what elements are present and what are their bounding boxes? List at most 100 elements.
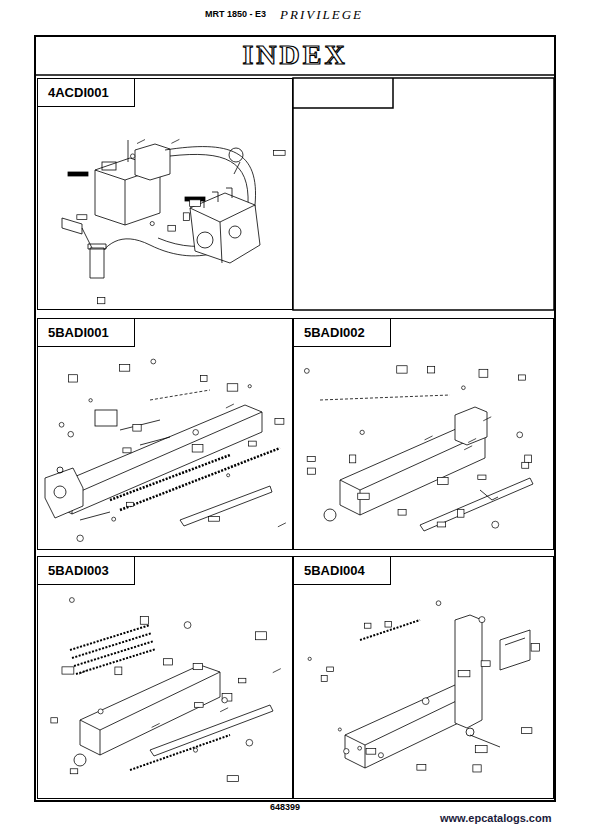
part-bolt	[464, 446, 472, 450]
part-plate	[168, 225, 175, 231]
part-plate	[531, 643, 539, 651]
part-bolt	[468, 439, 476, 443]
part-bolt	[79, 670, 87, 674]
part-plate	[190, 200, 201, 207]
part-plate	[358, 493, 369, 499]
part-washer	[436, 601, 441, 606]
part-washer	[222, 697, 227, 702]
part-washer	[89, 399, 92, 402]
part-washer	[378, 753, 383, 758]
website-watermark: www.epcatalogs.com	[440, 812, 551, 824]
part-bolt	[273, 669, 281, 673]
part-plate	[183, 213, 189, 221]
part-washer	[462, 386, 466, 390]
fuel-system-drawing	[62, 140, 260, 278]
part-bolt	[137, 140, 145, 144]
catalog-cell: 4ACDI001	[37, 78, 293, 310]
part-bolt	[278, 523, 286, 527]
chain-section-drawing	[70, 625, 273, 770]
part-washer	[492, 521, 499, 528]
part-plate	[458, 670, 470, 676]
part-plate	[273, 151, 285, 156]
part-plate	[239, 678, 246, 683]
part-washer	[151, 359, 156, 364]
telescope-section-drawing	[320, 395, 533, 531]
part-washer	[358, 746, 362, 750]
part-washer	[360, 430, 364, 434]
part-plate	[365, 623, 371, 628]
part-washer	[246, 739, 253, 746]
part-washer	[304, 368, 309, 373]
part-plate	[321, 676, 327, 682]
catalog-cell: 5BADI002	[293, 318, 554, 550]
part-washer	[517, 432, 523, 438]
part-washer	[69, 598, 74, 603]
catalog-cell: 5BADI004	[293, 556, 554, 799]
part-plate	[522, 462, 529, 468]
part-plate	[127, 502, 134, 506]
part-washer	[422, 698, 429, 705]
part-washer	[227, 474, 230, 477]
part-washer	[77, 535, 83, 541]
part-washer	[59, 422, 64, 427]
part-plate	[307, 468, 315, 474]
part-plate	[193, 663, 202, 669]
part-plate	[525, 455, 532, 463]
part-plate	[255, 632, 266, 640]
index-title: INDEX	[37, 38, 553, 72]
part-plate	[417, 764, 426, 770]
section-code: 5BADI004	[294, 557, 391, 585]
section-code: 4ACDI001	[38, 79, 135, 107]
part-plate	[478, 475, 486, 479]
part-plate	[458, 509, 464, 517]
part-plate	[120, 364, 130, 371]
part-plate	[227, 384, 238, 391]
section-code: 5BADI001	[38, 319, 135, 347]
model-name: MRT 1850 - E3	[205, 9, 266, 19]
part-bolt	[483, 417, 491, 421]
catalog-cell: 5BADI001	[37, 318, 293, 550]
part-washer	[184, 622, 191, 629]
part-washer	[344, 749, 349, 754]
part-plate	[192, 444, 203, 452]
part-plate	[475, 746, 487, 753]
part-washer	[248, 385, 251, 388]
part-plate	[428, 366, 435, 373]
section-code: 5BADI003	[38, 557, 135, 585]
part-plate	[123, 448, 131, 453]
part-plate	[275, 418, 284, 424]
part-plate	[397, 366, 407, 373]
part-plate	[77, 215, 87, 220]
part-plate	[385, 621, 392, 627]
part-plate	[70, 769, 77, 774]
part-plate	[437, 522, 445, 527]
part-plate	[366, 748, 376, 754]
part-plate	[163, 659, 172, 665]
part-bolt	[171, 139, 179, 143]
part-plate	[51, 718, 58, 723]
section-code: 5BADI002	[294, 319, 391, 347]
part-plate	[140, 617, 148, 625]
part-plate	[519, 375, 526, 380]
boom-head-drawing	[345, 615, 530, 768]
page-frame	[35, 36, 555, 801]
part-plate	[115, 667, 122, 675]
part-washer	[338, 728, 341, 731]
part-washer	[98, 709, 103, 714]
part-washer	[68, 431, 74, 437]
part-plate	[133, 424, 141, 431]
part-plate	[209, 517, 220, 522]
part-plate	[350, 455, 356, 463]
part-washer	[308, 657, 311, 660]
part-plate	[473, 765, 481, 772]
part-plate	[97, 298, 104, 304]
part-plate	[194, 703, 203, 708]
catalog-cell: 5BADI003	[37, 556, 293, 799]
part-washer	[150, 221, 154, 225]
part-plate	[438, 477, 449, 484]
boom-assembly-drawing	[45, 390, 280, 526]
part-bolt	[152, 723, 160, 727]
part-washer	[112, 517, 116, 521]
part-plate	[481, 661, 490, 667]
